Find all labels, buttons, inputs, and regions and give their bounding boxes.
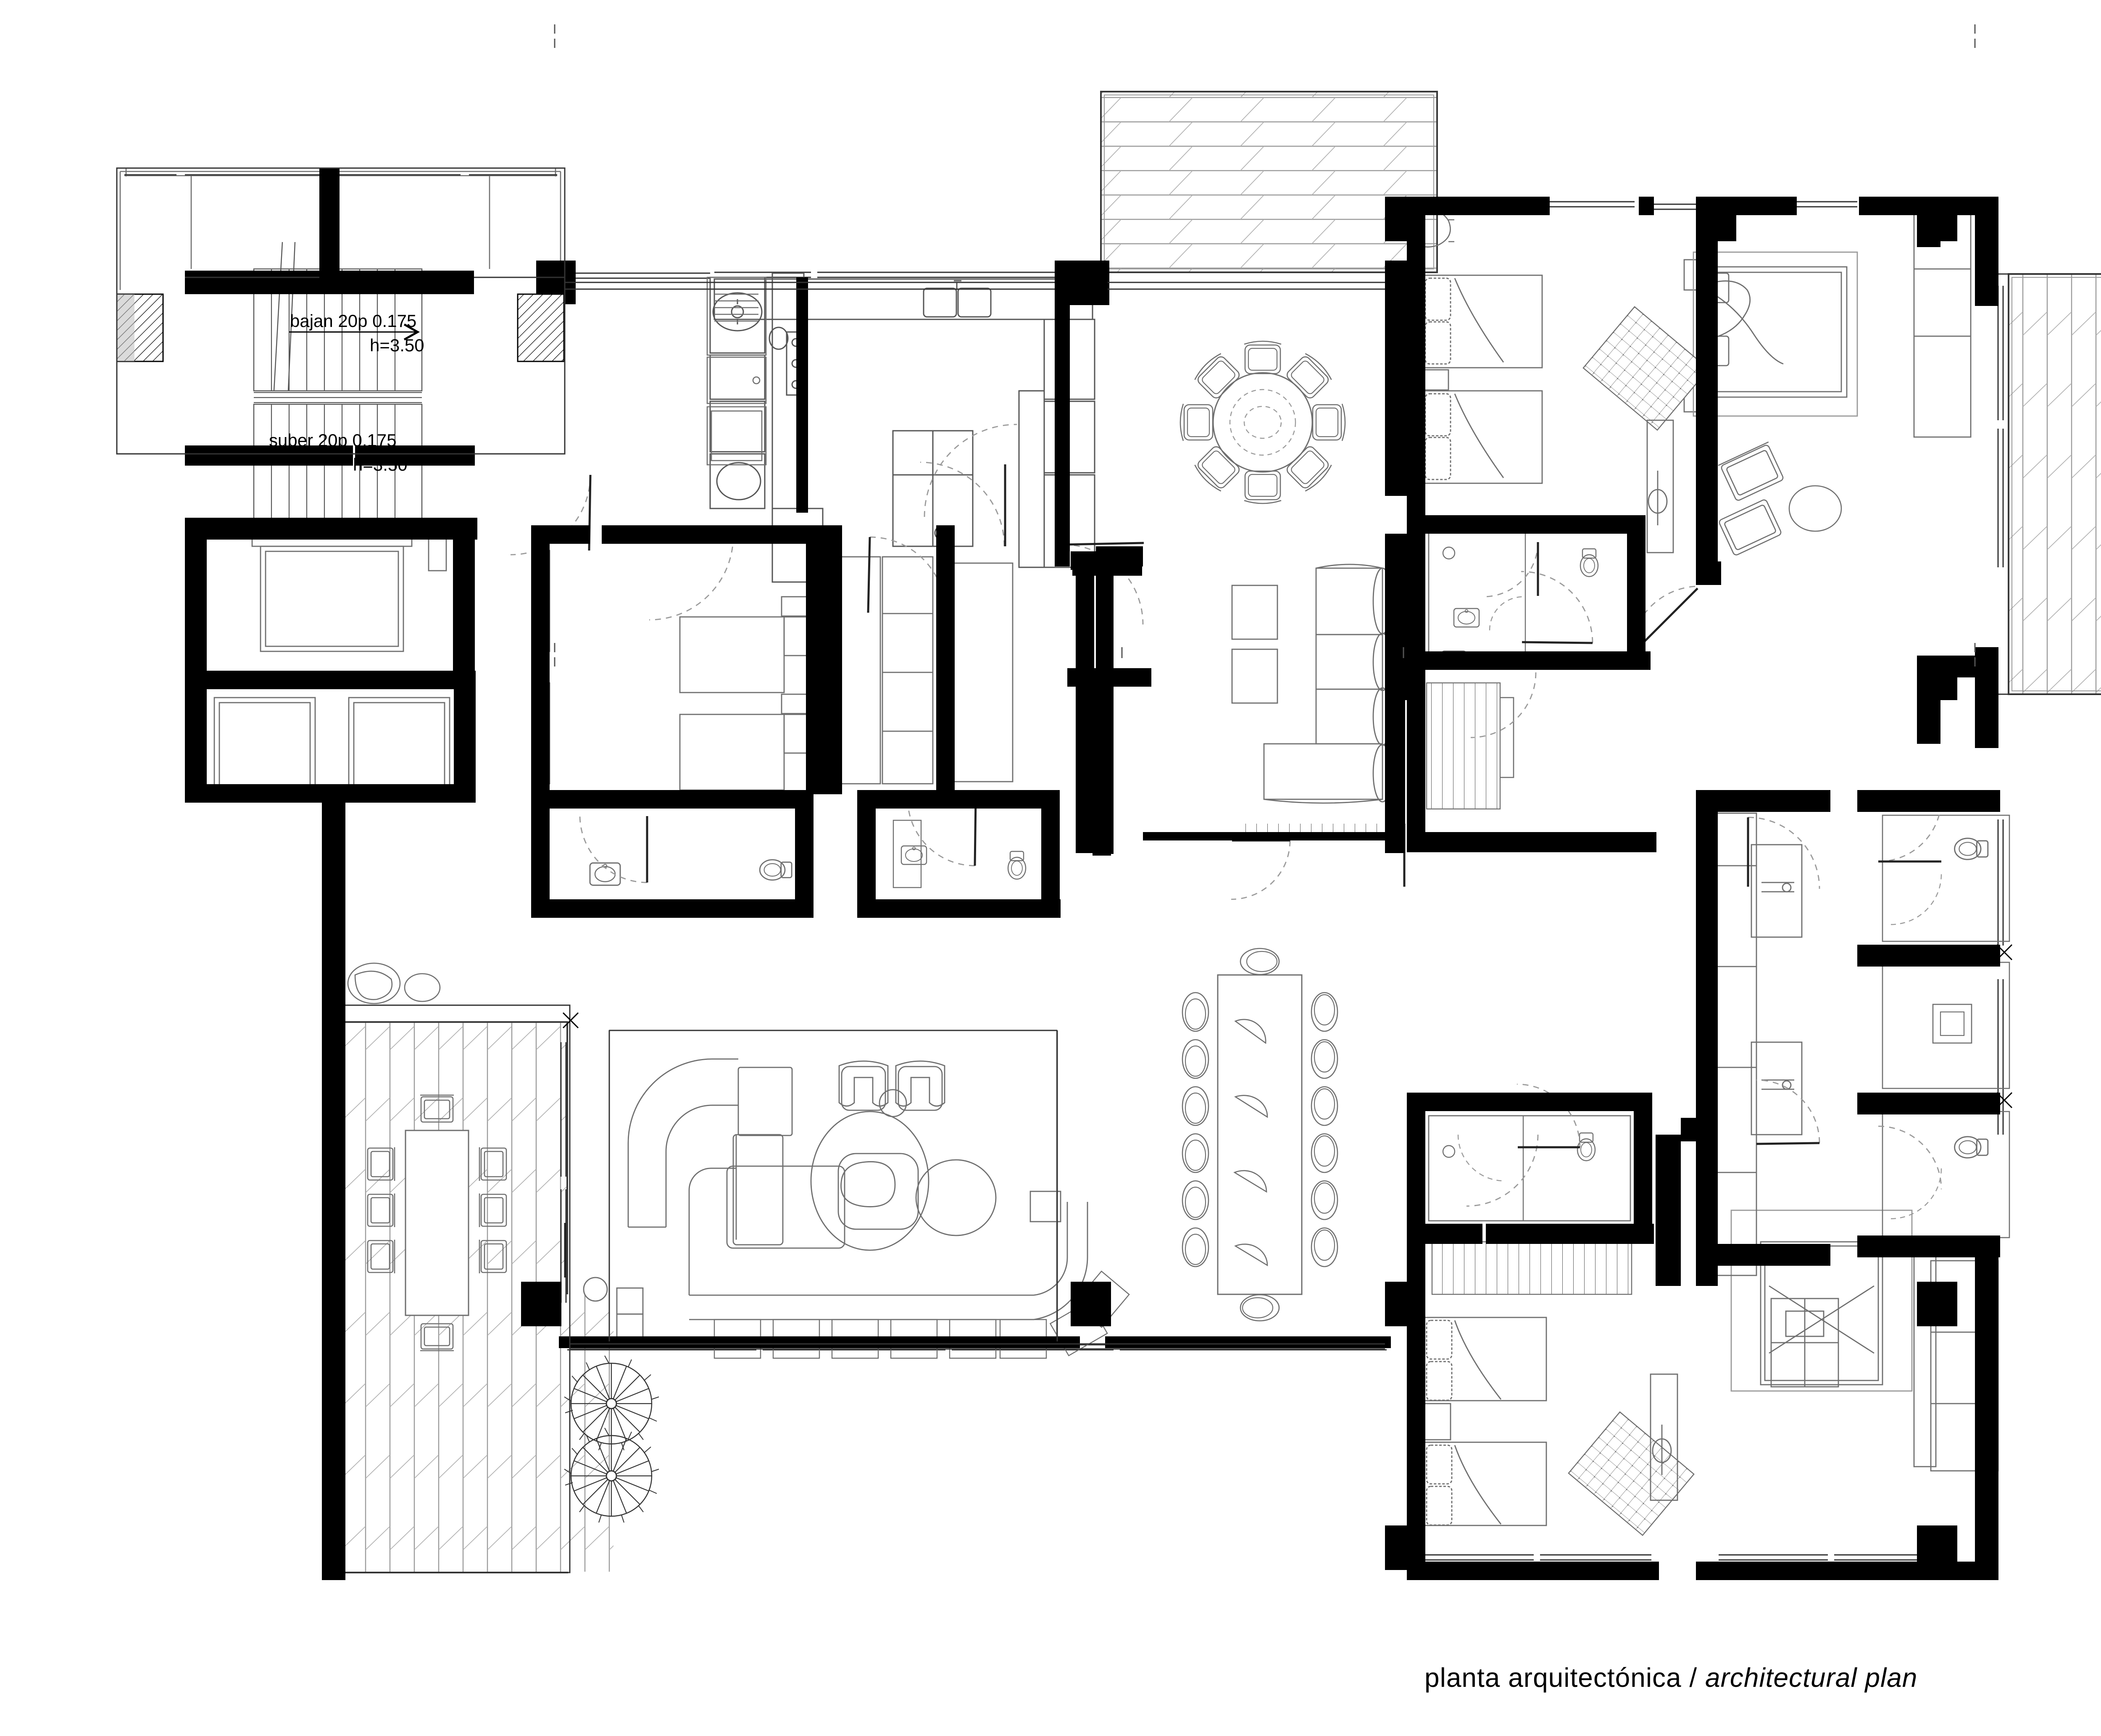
long-dining-table	[1182, 948, 1338, 1322]
quilted-rug	[1568, 306, 1709, 1536]
dining-chair	[1182, 948, 1338, 1322]
deck-top-right	[2008, 273, 2101, 695]
opening-markers	[562, 944, 2013, 1109]
structural-walls	[185, 168, 2000, 1580]
bathroom-fixtures	[542, 532, 2010, 1238]
outdoor-lounge	[347, 962, 441, 1004]
caption-english: architectural plan	[1705, 1662, 1918, 1693]
outline-lines	[116, 167, 2101, 1573]
bathroom-top	[1428, 532, 1631, 656]
caption-separator: /	[1681, 1662, 1705, 1693]
bathroom-mid-right	[873, 803, 1051, 909]
stair-down-line1: bajan 20p 0.175	[290, 311, 416, 331]
bathroom-right-column	[1882, 814, 2010, 1238]
media-panel	[1770, 1298, 1839, 1388]
l-sofa-center	[1231, 564, 1393, 804]
bathroom-bottom	[1428, 1115, 1631, 1222]
armchair	[810, 1060, 997, 1251]
sectional-sofa	[583, 1030, 1130, 1359]
bathroom-middle-right	[1453, 608, 1480, 628]
outdoor-dining-table	[347, 962, 507, 1351]
appliance-blocks	[706, 277, 767, 466]
dining-chair	[1180, 340, 1346, 504]
registration-marks	[554, 24, 1976, 666]
bed-twin-top	[1422, 274, 1543, 484]
outdoor-chair	[367, 1094, 507, 1351]
round-dining-table	[1180, 340, 1346, 504]
caption-spanish: planta arquitectónica	[1424, 1662, 1682, 1693]
deck-top-center	[1100, 91, 1438, 273]
bed-twin-bottom	[1423, 1317, 1547, 1526]
terrace-deck-lower-ext	[563, 1294, 613, 1572]
service-closets	[206, 520, 458, 795]
plan-caption: planta arquitectónica / architectural pl…	[1424, 1662, 1917, 1693]
tiled-zones	[1235, 682, 1632, 1295]
door-leaves	[564, 464, 1941, 1278]
masonry-hatch	[116, 293, 565, 362]
bed-twin-mid	[679, 596, 808, 791]
stair-down-line2: h=3.50	[370, 335, 424, 355]
bathroom-mid-left	[542, 803, 803, 909]
tree-symbol	[564, 1355, 659, 1523]
stair-annotation-down: bajan 20p 0.175 h=3.50	[290, 311, 424, 355]
